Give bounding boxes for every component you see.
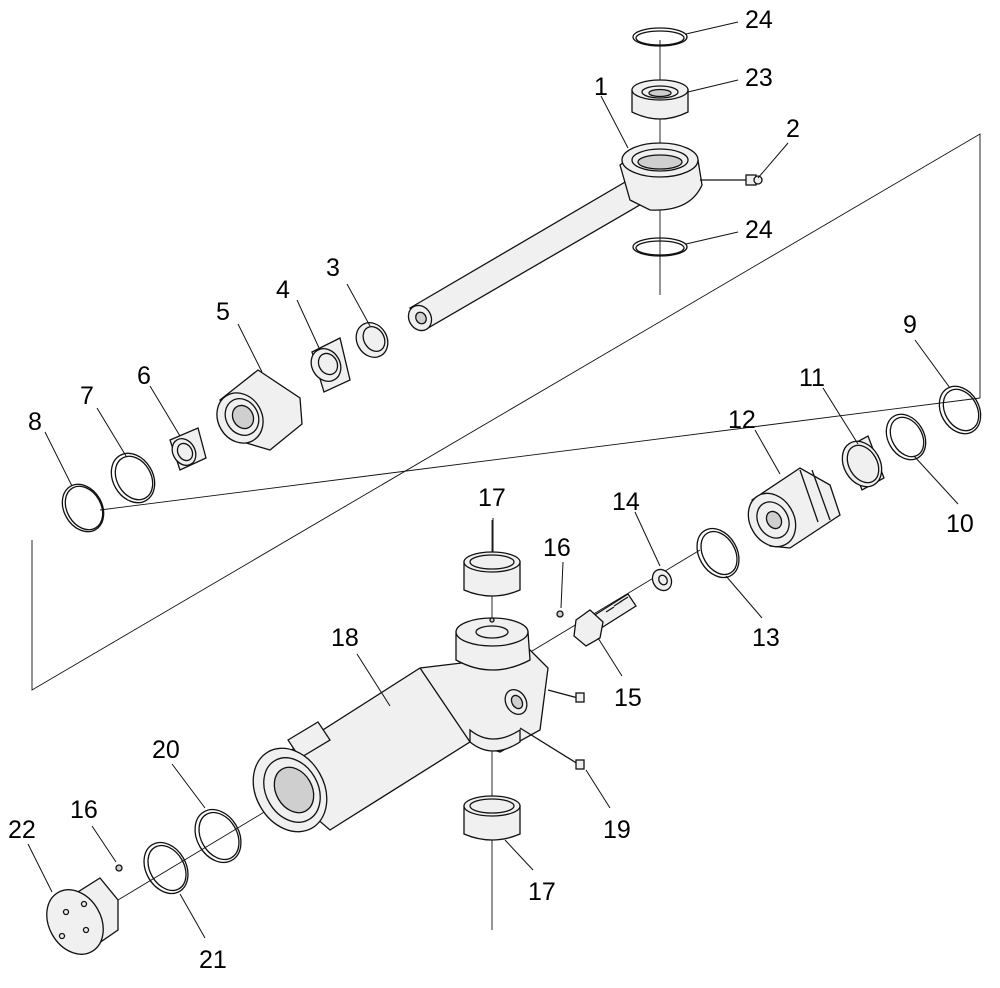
piston-rod [407, 142, 703, 332]
callout-12: 12 [728, 406, 756, 434]
cylinder-barrel [252, 617, 549, 833]
fitting-16-lower [115, 864, 123, 872]
callout-16-lower: 16 [70, 796, 98, 824]
washer [651, 568, 673, 592]
snap-ring-top [632, 27, 688, 47]
piston [747, 467, 841, 549]
o-ring-20 [194, 808, 242, 864]
ring-13 [696, 527, 740, 579]
callout-18: 18 [331, 624, 359, 652]
callout-16-upper: 16 [543, 534, 571, 562]
rod-axis-line [99, 397, 981, 511]
spherical-bearing [631, 79, 689, 120]
snap-ring-bottom [632, 237, 688, 257]
leader-lines [27, 21, 959, 939]
callout-8: 8 [28, 408, 42, 436]
gland [216, 369, 303, 451]
wiper-ring [355, 322, 389, 358]
rod-seal [310, 337, 351, 393]
callout-4: 4 [276, 276, 290, 304]
end-cap [46, 877, 119, 955]
bushing [169, 427, 207, 471]
trunnion-bushing-lower [463, 795, 521, 841]
grease-fitting-eye [700, 174, 763, 186]
callout-15: 15 [614, 684, 642, 712]
callout-13: 13 [752, 624, 780, 652]
callout-2: 2 [786, 115, 800, 143]
grease-fitting-barrel [519, 689, 585, 770]
callout-5: 5 [216, 298, 230, 326]
callout-labels: 1 2 3 4 5 6 7 8 9 10 11 12 13 14 15 16 1… [8, 6, 974, 974]
callout-6: 6 [137, 362, 151, 390]
ring-10 [885, 413, 927, 461]
backup-ring-21 [143, 841, 189, 895]
callout-17-upper: 17 [478, 484, 506, 512]
o-ring-7 [110, 452, 156, 504]
callout-22: 22 [8, 816, 36, 844]
callout-11: 11 [799, 364, 825, 392]
callout-21: 21 [199, 946, 227, 974]
callout-7: 7 [80, 382, 94, 410]
callout-9: 9 [903, 311, 917, 339]
assembly-bracket-line [31, 133, 981, 691]
fitting-16-upper [556, 610, 564, 618]
wear-ring-11 [841, 435, 885, 491]
bolt [573, 593, 637, 647]
callout-10: 10 [946, 510, 974, 538]
callout-3: 3 [326, 254, 340, 282]
ring-9 [938, 385, 982, 435]
callout-17-lower: 17 [528, 878, 556, 906]
callout-24-top: 24 [745, 6, 773, 34]
callout-24-bottom: 24 [745, 216, 773, 244]
callout-20: 20 [152, 736, 180, 764]
assembly-axis-lines [31, 40, 981, 930]
callout-19: 19 [603, 816, 631, 844]
callout-14: 14 [612, 488, 640, 516]
callout-1: 1 [594, 73, 608, 101]
backup-ring-8 [61, 483, 105, 533]
callout-23: 23 [745, 64, 773, 92]
trunnion-bushing-upper [463, 551, 521, 597]
